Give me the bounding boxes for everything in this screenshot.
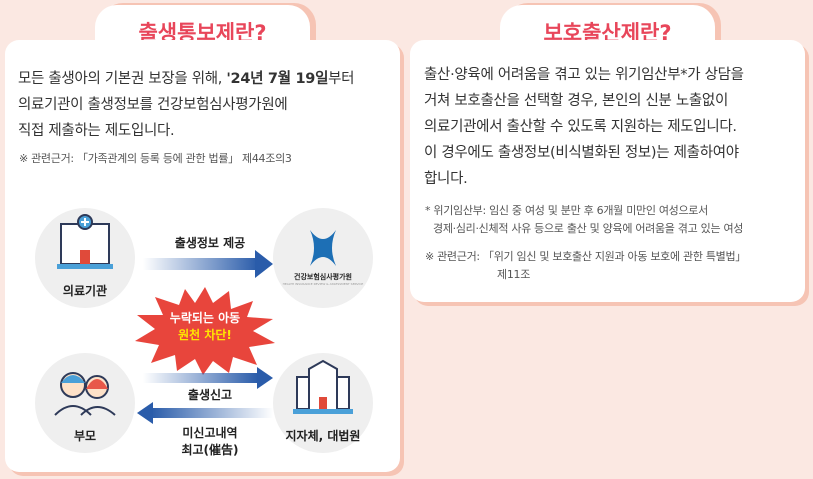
text: 합니다. [424,171,468,187]
text: 미신고내역 [182,426,238,440]
legal-basis-note: ※ 관련근거: 「가족관계의 등록 등에 관한 법률」 제44조의3 [19,152,292,165]
text: 부터 [328,71,355,87]
text: 모든 출생아의 기본권 보장을 위해, [18,71,227,87]
hospital-label: 의료기관 [62,284,108,298]
description: 모든 출생아의 기본권 보장을 위해, '24년 7월 19일부터 의료기관이 … [18,66,398,144]
hira-label: 건강보험심사평가원 [294,273,352,281]
parents-label: 부모 [73,429,97,443]
arrow-left-icon [137,402,273,424]
government-node: 지자체, 대법원 [273,353,373,453]
text: 이 경우에도 출생정보(비식별화된 정보)는 제출하여야 [424,145,739,161]
text: * 위기임산부: 임신 중 여성 및 분만 후 6개월 미만인 여성으로서 [425,204,708,217]
burst-shape [135,287,275,375]
text: 경제·심리·신체적 사유 등으로 출산 및 양육에 어려움을 겪고 있는 여성 [433,222,744,235]
hira-logo-icon [310,230,336,266]
arrow-label-birth-report: 출생신고 [187,388,233,402]
hira-sub-label: HEALTH INSURANCE REVIEW & ASSESSMENT SER… [282,282,364,286]
hospital-icon [57,214,113,269]
arrow-right-icon [143,250,273,278]
arrow-label-birth-info: 출생정보 제공 [174,236,246,250]
burst-text-1: 누락되는 아동 [169,311,241,325]
text: 거쳐 보호출산을 선택할 경우, 본인의 신분 노출없이 [424,93,729,109]
arrow-right-icon [143,367,273,389]
footnote: * 위기임산부: 임신 중 여성 및 분만 후 6개월 미만인 여성으로서 경제… [425,202,805,238]
hospital-node: 의료기관 [35,208,135,308]
text: 직접 제출하는 제도입니다. [18,123,175,139]
text: 최고(催告) [181,443,239,457]
hira-node: 건강보험심사평가원 HEALTH INSURANCE REVIEW & ASSE… [273,208,373,308]
text: 의료기관이 출생정보를 건강보험심사평가원에 [18,97,288,113]
text: 제11조 [497,268,531,281]
description: 출산·양육에 어려움을 겪고 있는 위기임산부*가 상담을 거쳐 보호출산을 선… [424,62,799,192]
text: 의료기관에서 출산할 수 있도록 지원하는 제도입니다. [424,119,737,135]
text: 출산·양육에 어려움을 겪고 있는 위기임산부*가 상담을 [424,67,744,83]
government-label: 지자체, 대법원 [285,429,361,443]
parents-icon [54,372,116,416]
parents-node: 부모 [35,353,135,453]
government-building-icon [293,359,353,414]
burst-text-2: 원천 차단! [178,328,232,342]
legal-basis-note: ※ 관련근거: 「위기 임신 및 보호출산 지원과 아동 보호에 관한 특별법」… [425,248,805,284]
birth-notification-card: 모든 출생아의 기본권 보장을 위해, '24년 7월 19일부터 의료기관이 … [5,40,400,472]
text: ※ 관련근거: 「위기 임신 및 보호출산 지원과 아동 보호에 관한 특별법」 [425,250,747,263]
protected-birth-card: 출산·양육에 어려움을 겪고 있는 위기임산부*가 상담을 거쳐 보호출산을 선… [410,40,805,302]
date: '24년 7월 19일 [226,71,329,87]
